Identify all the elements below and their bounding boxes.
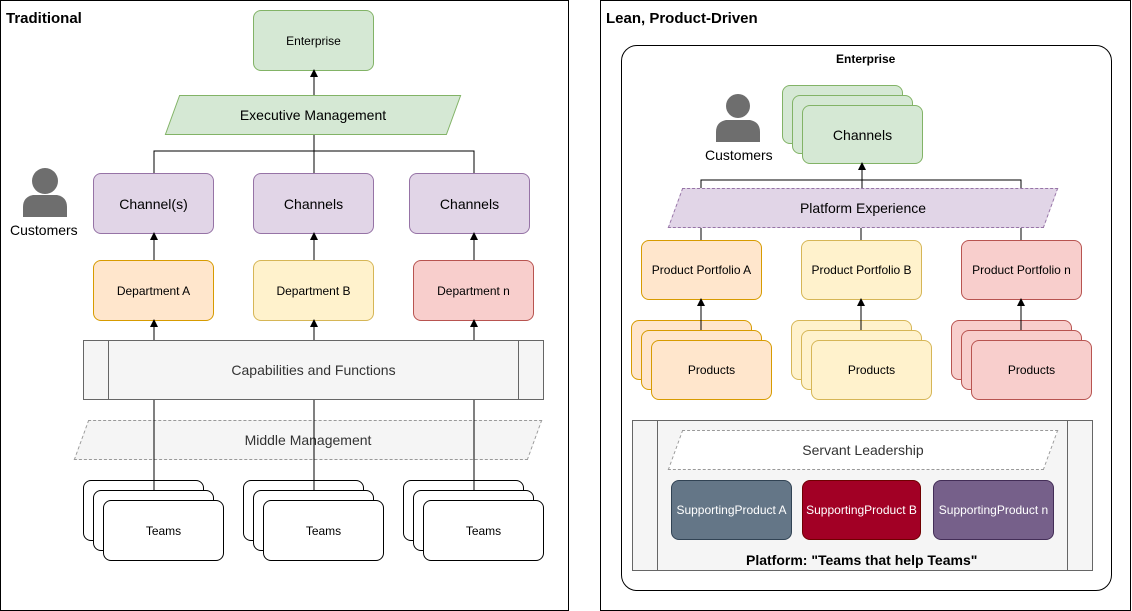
middle-management: Middle Management (81, 420, 535, 460)
right-channels-label: Channels (832, 126, 893, 143)
servant-leadership: Servant Leadership (675, 430, 1051, 470)
portfolio-n-label: Product Portfolio n (972, 263, 1071, 277)
channel-box-3: Channels (409, 173, 530, 234)
portfolio-b-box: Product Portfolio B (801, 240, 922, 300)
portfolio-n-box: Product Portfolio n (961, 240, 1082, 300)
products-n-box: Products (971, 340, 1092, 400)
department-a-box: Department A (93, 260, 214, 321)
supporting-product-b: SupportingProduct B (802, 480, 921, 540)
channel-box-1: Channel(s) (93, 173, 214, 234)
supporting-product-a: SupportingProduct A (671, 480, 792, 540)
supporting-n-line2: Product n (996, 503, 1049, 517)
executive-management: Executive Management (172, 95, 454, 135)
portfolio-a-label: Product Portfolio A (651, 263, 752, 277)
teams-box-3-label: Teams (465, 523, 502, 538)
right-channels-box: Channels (802, 105, 923, 164)
products-b-box: Products (811, 340, 932, 400)
supporting-n-line1: Supporting (938, 503, 997, 517)
products-n-label: Products (1007, 363, 1056, 377)
capabilities-functions-box: Capabilities and Functions (83, 340, 544, 400)
lean-title: Lean, Product-Driven (606, 10, 758, 27)
products-a-label: Products (687, 363, 736, 377)
teams-box-1: Teams (103, 500, 224, 561)
supporting-a-line2: Product A (734, 503, 787, 517)
department-b-label: Department B (276, 283, 351, 298)
right-customers-label: Customers (705, 147, 773, 163)
channel-box-2: Channels (253, 173, 374, 234)
servant-leadership-label: Servant Leadership (802, 442, 924, 458)
supporting-a-line1: Supporting (676, 503, 735, 517)
platform-experience: Platform Experience (675, 188, 1051, 228)
channel-box-2-label: Channels (283, 195, 344, 212)
products-a-box: Products (651, 340, 772, 400)
right-customers-icon (716, 94, 760, 142)
supporting-b-line1: Supporting (806, 503, 865, 517)
portfolio-b-label: Product Portfolio B (811, 263, 912, 277)
teams-box-2-label: Teams (305, 523, 342, 538)
platform-label: Platform: "Teams that help Teams" (746, 552, 978, 568)
department-n-box: Department n (413, 260, 534, 321)
channel-box-3-label: Channels (439, 195, 500, 212)
teams-box-1-label: Teams (145, 523, 182, 538)
traditional-title: Traditional (6, 10, 82, 27)
department-n-label: Department n (437, 283, 510, 298)
right-enterprise-label: Enterprise (836, 52, 896, 66)
executive-management-label: Executive Management (239, 107, 387, 123)
supporting-b-line2: Product B (864, 503, 917, 517)
middle-management-label: Middle Management (244, 432, 372, 448)
department-b-box: Department B (253, 260, 374, 321)
left-customers-label: Customers (10, 222, 78, 238)
platform-experience-label: Platform Experience (799, 200, 927, 216)
left-enterprise-label: Enterprise (286, 33, 341, 48)
department-a-label: Department A (116, 283, 191, 298)
left-customers-icon (23, 168, 67, 217)
supporting-product-n: SupportingProduct n (933, 480, 1054, 540)
products-b-label: Products (847, 363, 896, 377)
left-enterprise-box: Enterprise (253, 10, 374, 71)
channel-box-1-label: Channel(s) (119, 195, 188, 212)
teams-box-3: Teams (423, 500, 544, 561)
capabilities-functions-label: Capabilities and Functions (231, 362, 396, 378)
teams-box-2: Teams (263, 500, 384, 561)
portfolio-a-box: Product Portfolio A (641, 240, 762, 300)
